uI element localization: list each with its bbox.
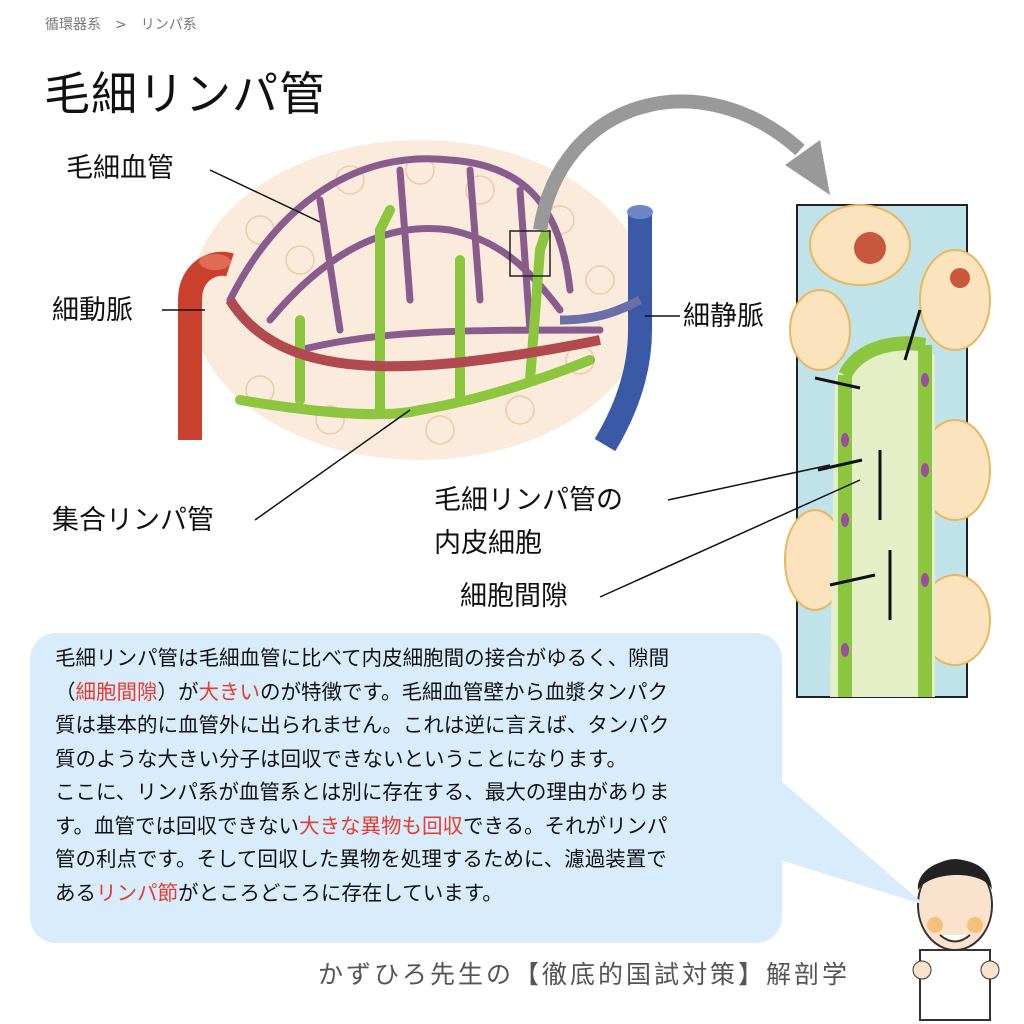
paragraph-line: ここに、リンパ系が血管系とは別に存在する、最大の理由がありま bbox=[55, 776, 669, 810]
highlighted-term: 細胞間隙 bbox=[75, 679, 158, 704]
paragraph-text: 管の利点です。そして回収した異物を処理するために、濾過装置で bbox=[55, 847, 667, 871]
paragraph-line: あるリンパ節がところどころに存在しています。 bbox=[55, 877, 669, 911]
paragraph-line: 質は基本的に血管外に出られません。これは逆に言えば、タンパク bbox=[55, 709, 669, 743]
paragraph-text: のが特徴です。毛細血管壁から血漿タンパク bbox=[260, 679, 668, 704]
zoom-box bbox=[509, 230, 551, 277]
paragraph-text: できる。それがリンパ bbox=[462, 813, 668, 838]
doctor-character bbox=[912, 859, 1000, 1021]
paragraph-text: 毛細リンパ管は毛細血管に比べて内皮細胞間の接合がゆるく、隙間 bbox=[55, 646, 670, 670]
lymphatic-vessels bbox=[235, 205, 595, 420]
page-title: 毛細リンパ管 bbox=[44, 67, 326, 121]
breadcrumb-separator: > bbox=[115, 17, 127, 33]
paragraph-text: す。血管では回収できない bbox=[55, 813, 299, 838]
breadcrumb-parent[interactable]: 循環器系 bbox=[45, 17, 101, 33]
paragraph-text: 質のような大きい分子は回収できないということになります。 bbox=[55, 746, 627, 771]
breadcrumb: 循環器系 > リンパ系 bbox=[45, 14, 197, 34]
paragraph-line: 毛細リンパ管は毛細血管に比べて内皮細胞間の接合がゆるく、隙間 bbox=[55, 642, 669, 676]
label-capillary: 毛細血管 bbox=[66, 153, 174, 184]
label-endothelial-line2: 内皮細胞 bbox=[434, 528, 542, 559]
paragraph-text: 質は基本的に血管外に出られません。これは逆に言えば、タンパク bbox=[55, 713, 670, 737]
label-collecting-lymph: 集合リンパ管 bbox=[52, 505, 214, 536]
label-venule: 細静脈 bbox=[683, 301, 764, 332]
paragraph-text: ある bbox=[55, 880, 96, 905]
paragraph-line: 質のような大きい分子は回収できないということになります。 bbox=[55, 743, 669, 777]
label-intercellular-gap: 細胞間隙 bbox=[460, 581, 568, 612]
paragraph-text: ）が bbox=[157, 679, 199, 704]
highlighted-term: 大きな異物も回収 bbox=[298, 813, 463, 838]
label-endothelial-line1: 毛細リンパ管の bbox=[434, 485, 623, 516]
inset-panel bbox=[784, 204, 991, 698]
paragraph-line: す。血管では回収できない大きな異物も回収できる。それがリンパ bbox=[55, 810, 669, 844]
label-arteriole: 細動脈 bbox=[52, 295, 133, 326]
paragraph-line: （細胞間隙）が大きいのが特徴です。毛細血管壁から血漿タンパク bbox=[55, 676, 669, 710]
paragraph-text: ここに、リンパ系が血管系とは別に存在する、最大の理由がありま bbox=[55, 780, 670, 804]
paragraph-line: 管の利点です。そして回収した異物を処理するために、濾過装置で bbox=[55, 843, 669, 877]
explanation-text: 毛細リンパ管は毛細血管に比べて内皮細胞間の接合がゆるく、隙間 （細胞間隙）が大きい… bbox=[55, 642, 669, 910]
breadcrumb-current: リンパ系 bbox=[140, 17, 197, 33]
zoom-arrow bbox=[533, 94, 805, 232]
highlighted-term: リンパ節 bbox=[96, 880, 178, 905]
highlighted-term: 大きい bbox=[198, 679, 261, 704]
explanation-bubble bbox=[30, 633, 782, 943]
venule bbox=[594, 215, 652, 452]
paragraph-text: （ bbox=[55, 679, 76, 704]
bubble-tail bbox=[780, 780, 925, 905]
paragraph-text: がところどころに存在しています。 bbox=[178, 880, 503, 905]
footer-credit: かずひろ先生の【徹底的国試対策】解剖学 bbox=[318, 960, 851, 989]
leader-lines bbox=[162, 169, 861, 598]
